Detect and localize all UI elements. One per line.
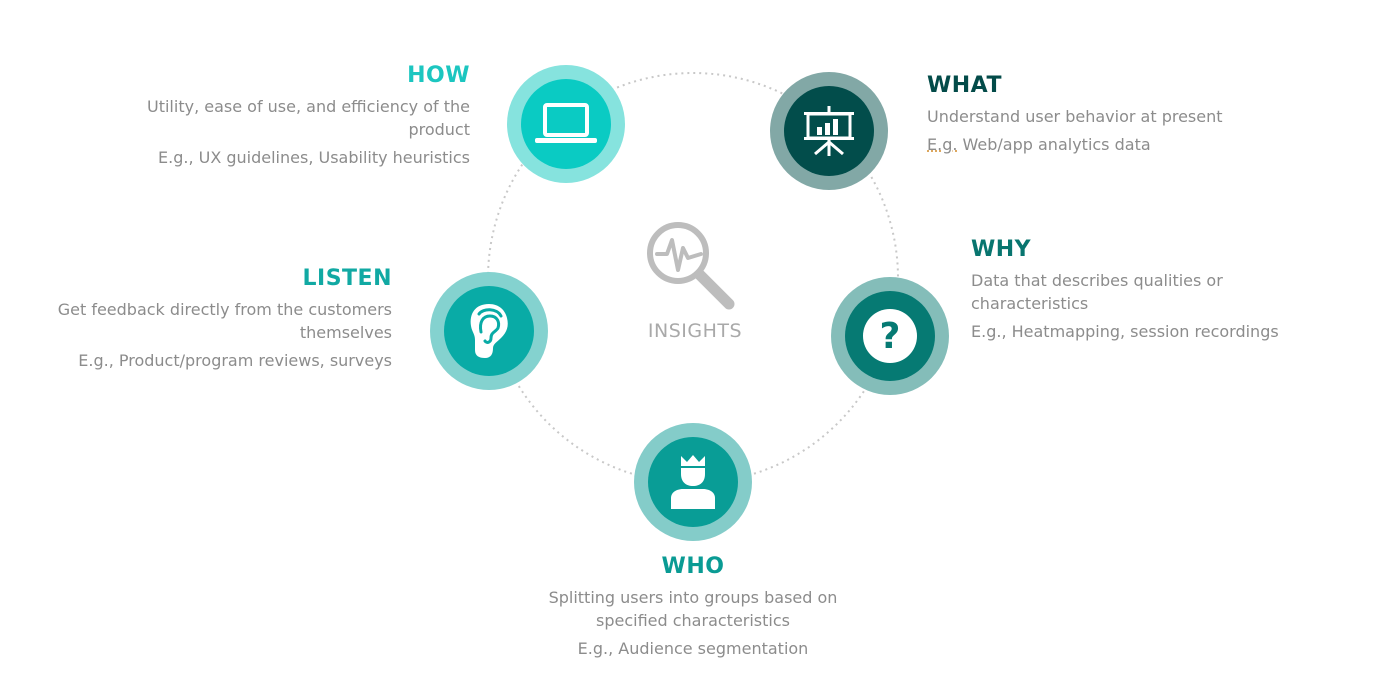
why-node: ? xyxy=(831,277,949,395)
what-title: WHAT xyxy=(927,73,1003,98)
magnifier-pulse-icon xyxy=(647,222,735,310)
what-example-prefix: E.g. xyxy=(927,135,958,154)
presentation-chart-icon xyxy=(804,106,854,156)
why-example: E.g., Heatmapping, session recordings xyxy=(971,322,1279,341)
how-title: HOW xyxy=(407,63,470,88)
what-block: WHAT Understand user behavior at present… xyxy=(927,73,1307,161)
what-example-rest: Web/app analytics data xyxy=(957,135,1151,154)
how-node xyxy=(507,65,625,183)
user-crown-icon xyxy=(671,455,715,509)
how-block: HOW Utility, ease of use, and efficiency… xyxy=(100,63,470,174)
listen-node xyxy=(430,272,548,390)
what-desc: Understand user behavior at present xyxy=(927,107,1223,126)
who-title: WHO xyxy=(661,554,725,579)
what-node xyxy=(770,72,888,190)
who-node xyxy=(634,423,752,541)
what-example: E.g. Web/app analytics data xyxy=(927,133,1307,156)
why-desc: Data that describes qualities or charact… xyxy=(971,271,1223,313)
how-desc: Utility, ease of use, and efficiency of … xyxy=(147,97,470,139)
why-block: WHY Data that describes qualities or cha… xyxy=(971,237,1311,348)
listen-block: LISTEN Get feedback directly from the cu… xyxy=(30,266,392,377)
listen-desc: Get feedback directly from the customers… xyxy=(57,300,392,342)
listen-example: E.g., Product/program reviews, surveys xyxy=(78,351,392,370)
who-block: WHO Splitting users into groups based on… xyxy=(520,554,866,665)
question-icon: ? xyxy=(863,309,917,363)
svg-text:?: ? xyxy=(880,316,901,357)
why-title: WHY xyxy=(971,237,1032,262)
listen-title: LISTEN xyxy=(302,266,392,291)
how-example: E.g., UX guidelines, Usability heuristic… xyxy=(158,148,470,167)
laptop-icon xyxy=(535,103,597,143)
center-label: INSIGHTS xyxy=(647,320,743,342)
who-example: E.g., Audience segmentation xyxy=(577,639,809,658)
ear-icon xyxy=(470,304,508,358)
who-desc: Splitting users into groups based on spe… xyxy=(548,588,838,630)
